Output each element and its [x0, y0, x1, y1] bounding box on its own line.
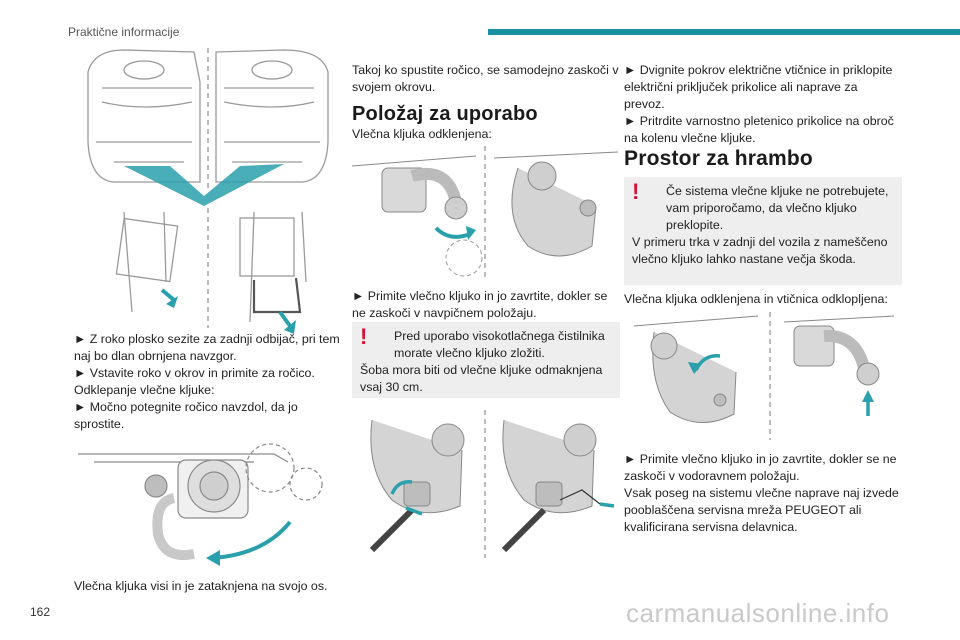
col1-line-2: ► Vstavite roko v okrov in primite za ro…	[74, 366, 315, 380]
col2-subheading: Vlečna kljuka odklenjena:	[352, 127, 492, 141]
col1-instructions: ► Z roko plosko sezite za zadnji odbijač…	[74, 331, 342, 433]
section-title: Praktične informacije	[68, 25, 180, 39]
col1-line-3: Odklepanje vlečne kljuke:	[74, 383, 215, 397]
col3-warning-box: ! Če sistema vlečne kljuke ne potrebujet…	[624, 177, 902, 285]
col3-warning-rest: V primeru trka v zadnji del vozila z nam…	[632, 235, 888, 266]
col2-step: ► Primite vlečno kljuko in jo zavrtite, …	[352, 289, 608, 320]
col3-step-2: Vsak poseg na sistemu vlečne naprave naj…	[624, 486, 899, 534]
header-accent-bar	[488, 29, 960, 35]
col2-warning-box: ! Pred uporabo visokotlačnega čistilnika…	[352, 322, 620, 398]
figure-hook-storage	[624, 312, 900, 440]
col2-warning-lead: Pred uporabo visokotlačnega čistilnika m…	[394, 329, 605, 360]
col3-line-1: ► Dvignite pokrov električne vtičnice in…	[624, 63, 893, 111]
col1-line-4: ► Močno potegnite ročico navzdol, da jo …	[74, 400, 298, 431]
col3-steps: ► Primite vlečno kljuko in jo zavrtite, …	[624, 451, 900, 536]
page-number: 162	[30, 605, 51, 619]
col3-instructions: ► Dvignite pokrov električne vtičnice in…	[624, 62, 896, 147]
heading-usage-position: Položaj za uporabo	[352, 103, 538, 125]
heading-storage: Prostor za hrambo	[624, 147, 813, 170]
figure-hook-socket	[352, 410, 618, 558]
figure-hook-unlocked	[352, 146, 618, 280]
watermark: carmanualsonline.info	[626, 598, 890, 628]
col3-line-2: ► Pritrdite varnostno pletenico prikolic…	[624, 114, 894, 145]
exclamation-icon: !	[632, 179, 640, 204]
exclamation-icon: !	[360, 324, 368, 349]
figure-hook-hanging	[74, 442, 342, 568]
figure-bumper-release	[74, 42, 342, 334]
col3-subheading: Vlečna kljuka odklenjena in vtičnica odk…	[624, 292, 888, 306]
col1-line-1: ► Z roko plosko sezite za zadnji odbijač…	[74, 332, 340, 363]
col3-step-1: ► Primite vlečno kljuko in jo zavrtite, …	[624, 452, 897, 483]
col1-caption: Vlečna kljuka visi in je zataknjena na s…	[74, 579, 328, 593]
col2-warning-rest: Šoba mora biti od vlečne kljuke odmaknje…	[360, 363, 603, 394]
col3-warning-lead: Če sistema vlečne kljuke ne potrebujete,…	[666, 184, 889, 232]
col2-intro: Takoj ko spustite ročico, se samodejno z…	[352, 63, 619, 94]
